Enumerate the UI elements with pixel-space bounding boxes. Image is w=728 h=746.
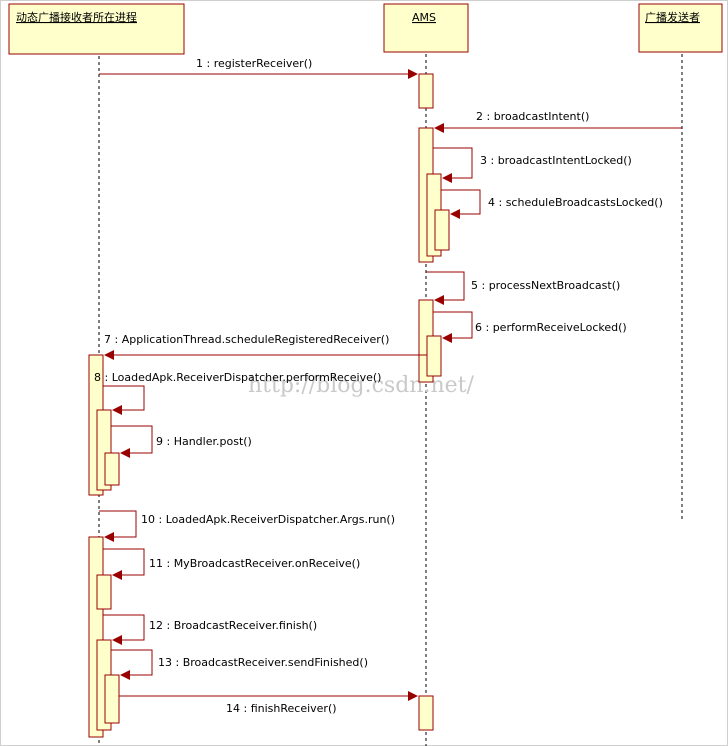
lifeline-receiver-process-box (8, 3, 185, 55)
message-8-label: 8 : LoadedApk.ReceiverDispatcher.perform… (94, 371, 381, 384)
lifeline-sender-title: 广播发送者 (645, 10, 700, 24)
receiver-activation-3 (104, 452, 120, 486)
lifeline-receiver-process-title: 动态广播接收者所在进程 (16, 10, 137, 24)
message-8-arrow (103, 385, 145, 415)
message-12-arrow (103, 614, 145, 645)
message-6-arrow (433, 311, 473, 343)
message-13-label: 13 : BroadcastReceiver.sendFinished() (158, 656, 368, 669)
ams-activation-7 (418, 695, 434, 731)
lifeline-ams-box (383, 3, 469, 53)
message-2-label: 2 : broadcastIntent() (476, 110, 589, 123)
watermark: http://blog.csdn.net/ (248, 373, 474, 398)
message-14-label: 14 : finishReceiver() (226, 702, 337, 715)
message-5-arrow (426, 271, 465, 305)
lifeline-sender-box (638, 3, 723, 53)
message-6-label: 6 : performReceiveLocked() (475, 321, 627, 334)
message-11-arrow (103, 548, 145, 580)
message-12-label: 12 : BroadcastReceiver.finish() (149, 619, 317, 632)
message-10-label: 10 : LoadedApk.ReceiverDispatcher.Args.r… (141, 513, 395, 526)
ams-activation-1 (418, 73, 434, 109)
message-9-label: 9 : Handler.post() (156, 435, 252, 448)
receiver-activation-5 (96, 574, 112, 610)
message-11-label: 11 : MyBroadcastReceiver.onReceive() (149, 557, 360, 570)
message-4-arrow (441, 189, 481, 219)
ams-activation-6 (426, 335, 442, 377)
lifeline-ams-title: AMS (412, 11, 436, 24)
message-3-arrow (433, 147, 473, 183)
message-1-label: 1 : registerReceiver() (196, 57, 312, 70)
message-4-label: 4 : scheduleBroadcastsLocked() (488, 196, 663, 209)
message-3-label: 3 : broadcastIntentLocked() (480, 154, 632, 167)
message-7-label: 7 : ApplicationThread.scheduleRegistered… (104, 333, 389, 346)
ams-activation-4 (434, 209, 450, 251)
message-13-arrow (111, 649, 153, 680)
message-5-label: 5 : processNextBroadcast() (471, 279, 620, 292)
receiver-activation-7 (104, 674, 120, 724)
message-9-arrow (111, 425, 153, 458)
message-10-arrow (99, 510, 137, 542)
